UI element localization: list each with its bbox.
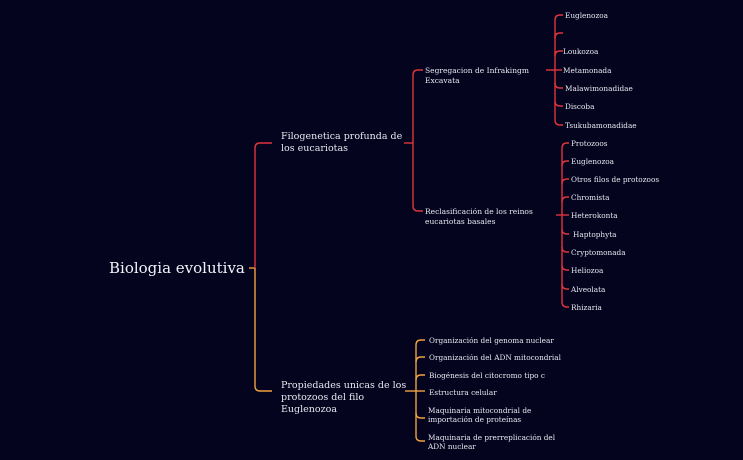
leaf-protozoos[interactable]: Protozoos: [571, 139, 608, 148]
subbranch-excavata[interactable]: Segregacion de Infrakingm Excavata: [425, 66, 529, 85]
leaf-heterokonta[interactable]: Heterokonta: [571, 211, 618, 220]
leaf-genoma-nuclear[interactable]: Organización del genoma nuclear: [429, 336, 554, 345]
leaf-haptophyta[interactable]: Haptophyta: [573, 230, 617, 239]
root-node[interactable]: Biologia evolutiva: [109, 259, 245, 277]
leaf-maquinaria-importacion[interactable]: Maquinaria mitocondrial de importación d…: [428, 406, 532, 424]
subbranch-reclasificacion[interactable]: Reclasificación de los reinos eucariotas…: [425, 207, 533, 226]
branch-propiedades[interactable]: Propiedades unicas de los protozoos del …: [281, 380, 407, 415]
leaf-otros-filos[interactable]: Otros filos de protozoos: [571, 175, 660, 184]
leaf-chromista[interactable]: Chromista: [571, 193, 610, 202]
branch-filogenetica[interactable]: Filogenetica profunda de los eucariotas: [281, 131, 403, 154]
leaf-euglenozoa-2[interactable]: Euglenozoa: [571, 157, 615, 166]
leaf-rhizaria[interactable]: Rhizaria: [571, 303, 602, 312]
leaf-heliozoa[interactable]: Heliozoa: [571, 266, 604, 275]
leaf-cryptomonada[interactable]: Cryptomonada: [571, 248, 626, 257]
leaf-euglenozoa[interactable]: Euglenozoa: [565, 11, 609, 20]
leaf-malawimonadidae[interactable]: Malawimonadidae: [565, 84, 633, 93]
leaf-tsukubamonadidae[interactable]: Tsukubamonadidae: [565, 121, 637, 130]
leaf-maquinaria-prerreplicacion[interactable]: Maquinaria de prerreplicación del ADN nu…: [428, 433, 556, 451]
leaf-loukozoa[interactable]: Loukozoa: [563, 47, 599, 56]
leaf-alveolata[interactable]: Alveolata: [571, 285, 606, 294]
leaf-citocromo[interactable]: Biogénesis del citocromo tipo c: [429, 371, 545, 380]
leaf-metamonada[interactable]: Metamonada: [563, 66, 612, 75]
leaf-estructura-celular[interactable]: Estructura celular: [429, 388, 497, 397]
leaf-adn-mitocondrial[interactable]: Organización del ADN mitocondrial: [429, 353, 561, 362]
leaf-discoba[interactable]: Discoba: [565, 102, 595, 111]
